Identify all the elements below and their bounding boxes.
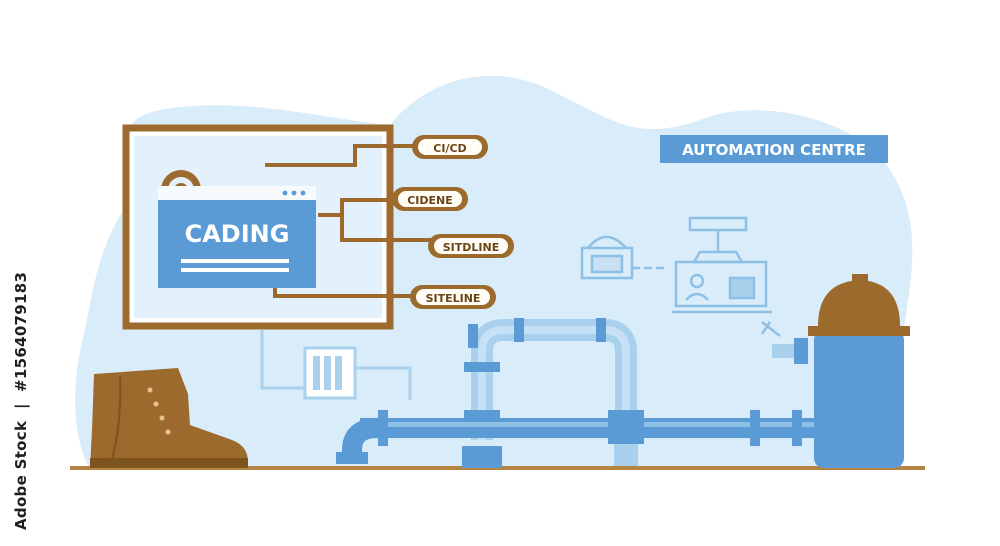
tag-cidene-label: CIDENE: [407, 194, 453, 207]
tag-siteline-label: SITELINE: [426, 292, 481, 305]
tag-sitdline-label: SITDLINE: [443, 241, 499, 254]
stock-separator: |: [12, 403, 30, 410]
automation-centre-banner: [660, 135, 888, 163]
pipe-system: [336, 318, 820, 468]
tag-cidene: CIDENE: [392, 187, 468, 211]
work-boot-icon: [90, 368, 248, 468]
stock-brand: Adobe Stock: [12, 420, 30, 530]
tag-ci-cd: CI/CD: [412, 135, 488, 159]
stock-id: #1564079183: [12, 271, 30, 392]
radiator-icon: [260, 330, 412, 400]
filter-tank: [808, 274, 910, 468]
automation-centre-title: AUTOMATION CENTRE: [682, 141, 866, 159]
tag-ci-cd-label: CI/CD: [433, 142, 466, 155]
tag-sitdline: SITDLINE: [428, 234, 514, 258]
operator-console-icon: [672, 216, 781, 337]
basket-machine-icon: [580, 235, 668, 280]
stock-id-watermark: Adobe Stock | #1564079183: [12, 272, 34, 530]
cading-window: [158, 186, 316, 288]
tag-siteline: SITELINE: [410, 285, 496, 309]
cading-title: CADING: [185, 220, 290, 248]
